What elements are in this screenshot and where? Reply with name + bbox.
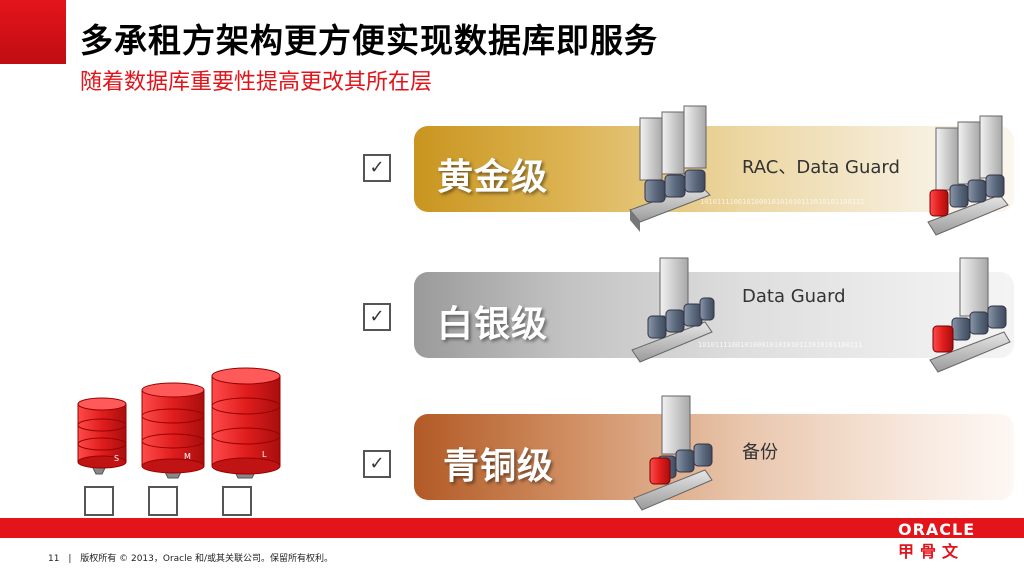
server-cluster-gold-left: [629, 105, 711, 232]
server-cluster-bronze: [633, 395, 713, 511]
page-number: 11: [48, 554, 60, 564]
database-medium-icon: [141, 382, 205, 479]
tier-silver-description: Data Guard: [742, 286, 846, 307]
binary-stream-silver: 101011110010100010101010111010101100111: [698, 341, 863, 349]
tier-bronze-checkbox[interactable]: ✓: [363, 450, 391, 478]
binary-stream-gold: 101011110010100010101010111010101100111: [700, 198, 865, 206]
slide-title: 多承租方架构更方便实现数据库即服务: [80, 21, 658, 60]
tier-band-bronze: [414, 414, 1014, 500]
database-small-icon: [77, 397, 127, 475]
tier-gold-checkbox[interactable]: ✓: [363, 154, 391, 182]
server-cluster-silver-left: [631, 257, 715, 363]
database-large-icon: [211, 367, 281, 479]
server-cluster-gold-right: [927, 115, 1009, 236]
database-small-label: S: [114, 454, 120, 463]
database-medium-label: M: [184, 452, 191, 461]
tier-silver-checkbox[interactable]: ✓: [363, 303, 391, 331]
database-small-checkbox[interactable]: [84, 486, 114, 516]
corner-accent: [0, 0, 66, 64]
tier-silver-label: 白银级: [437, 304, 549, 345]
tier-band-gold: [414, 126, 1014, 212]
footer-bar: [0, 518, 1024, 538]
tier-bronze-description: 备份: [742, 442, 778, 463]
footer-copyright: 11 | 版权所有 © 2013，Oracle 和/或其关联公司。保留所有权利。: [48, 554, 334, 564]
tier-gold-description: RAC、Data Guard: [742, 157, 900, 178]
oracle-logo: ORACLE: [898, 520, 976, 539]
tier-bronze-label: 青铜级: [443, 446, 555, 487]
copyright-text: 版权所有 © 2013，Oracle 和/或其关联公司。保留所有权利。: [80, 554, 334, 564]
oracle-logo-cn: 甲骨文: [898, 542, 965, 561]
database-medium-checkbox[interactable]: [148, 486, 178, 516]
slide-subtitle: 随着数据库重要性提高更改其所在层: [80, 70, 433, 95]
tier-gold-label: 黄金级: [437, 157, 549, 198]
database-large-checkbox[interactable]: [222, 486, 252, 516]
server-cluster-silver-right: [929, 257, 1011, 373]
database-large-label: L: [262, 450, 267, 459]
